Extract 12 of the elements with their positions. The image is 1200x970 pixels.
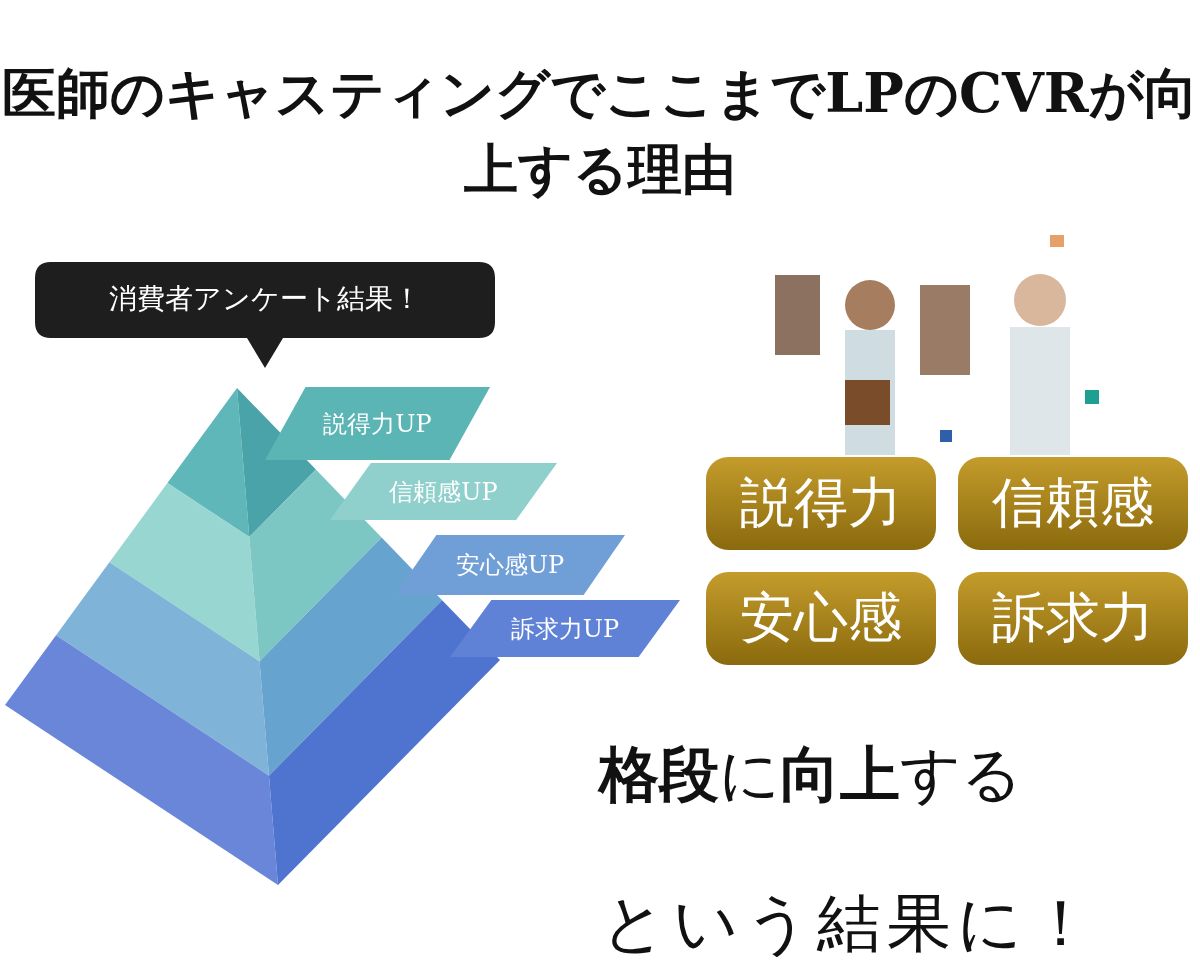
label-banner: 訴求力UP (450, 600, 680, 657)
keyword-box: 信頼感 (958, 457, 1188, 550)
keyword-box: 説得力 (706, 457, 936, 550)
keyword-box: 訴求力 (958, 572, 1188, 665)
title-text: 医師のキャスティングでここまでLPのCVRが向上する理由 (1, 60, 1199, 203)
label-banner: 安心感UP (395, 535, 625, 595)
label-banner: 信頼感UP (330, 463, 557, 520)
result-headline: 格段に向上する (596, 738, 1023, 811)
label-banner: 説得力UP (265, 387, 490, 460)
keyword-box: 安心感 (706, 572, 936, 665)
result-subline: という結果に！ (600, 885, 1100, 962)
speech-bubble: 消費者アンケート結果！ (35, 262, 495, 370)
